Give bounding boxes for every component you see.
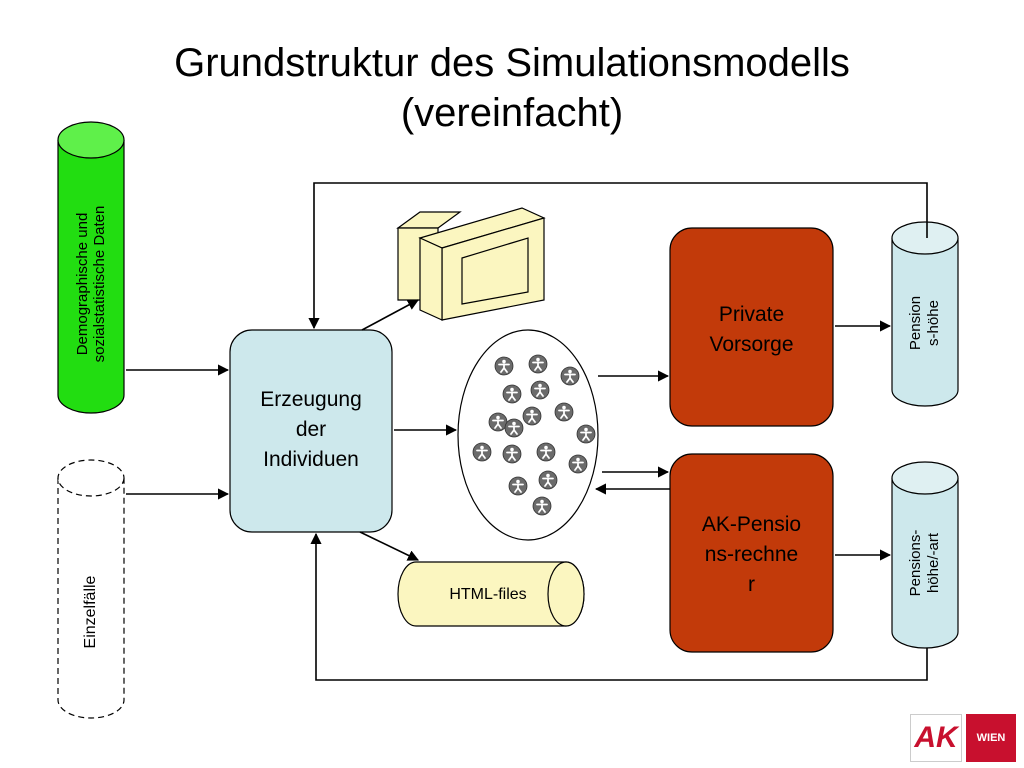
pension-amount-type-label: Pensions-höhe/-art bbox=[907, 529, 942, 597]
person-icon bbox=[528, 354, 548, 374]
person-icon bbox=[472, 442, 492, 462]
person-icon bbox=[488, 412, 508, 432]
person-icon bbox=[502, 444, 522, 464]
data-source-cylinder bbox=[57, 121, 125, 414]
html-files-cylinder bbox=[397, 561, 585, 627]
person-icon bbox=[568, 454, 588, 474]
arrow-generation-to-html bbox=[359, 531, 420, 561]
slide-title: Grundstruktur des Simulationsmodells (ve… bbox=[0, 38, 1024, 138]
person-icon bbox=[554, 402, 574, 422]
ak-logo: AK bbox=[910, 714, 962, 762]
generation-label: Erzeugung der Individuen bbox=[260, 388, 362, 471]
person-icon bbox=[536, 442, 556, 462]
feedback-arrow-top bbox=[308, 182, 928, 330]
ak-calculator-label: AK-Pensions-rechner bbox=[701, 513, 802, 596]
ak-calculator-box bbox=[669, 453, 834, 653]
person-icon bbox=[494, 356, 514, 376]
feedback-arrow-bottom bbox=[310, 532, 928, 681]
person-icon bbox=[576, 424, 596, 444]
single-cases-label: Einzelfälle bbox=[82, 575, 99, 649]
arrow-generation-to-monitor bbox=[361, 299, 419, 331]
private-pension-box bbox=[669, 227, 834, 427]
individuals-ellipse bbox=[457, 329, 599, 541]
private-pension-label: Private Vorsorge bbox=[709, 303, 794, 356]
single-cases-cylinder bbox=[57, 459, 125, 719]
person-icon bbox=[504, 418, 524, 438]
person-icon bbox=[508, 476, 528, 496]
data-source-label: Demographische und sozialstatistische Da… bbox=[74, 205, 108, 363]
monitor-icon bbox=[396, 207, 546, 321]
title-line-1: Grundstruktur des Simulationsmodells bbox=[174, 41, 850, 85]
person-icon bbox=[502, 384, 522, 404]
html-files-label: HTML-files bbox=[449, 586, 527, 603]
person-icon bbox=[532, 496, 552, 516]
individuals-group bbox=[472, 354, 596, 516]
pension-amount-type-cylinder bbox=[891, 461, 959, 649]
pension-amount-label: Pensions-höhe bbox=[907, 295, 942, 351]
pension-amount-cylinder bbox=[891, 221, 959, 407]
person-icon bbox=[522, 406, 542, 426]
person-icon bbox=[560, 366, 580, 386]
generation-box bbox=[229, 329, 393, 533]
person-icon bbox=[538, 470, 558, 490]
wien-logo: WIEN bbox=[966, 714, 1016, 762]
title-line-2: (vereinfacht) bbox=[400, 91, 624, 135]
person-icon bbox=[530, 380, 550, 400]
